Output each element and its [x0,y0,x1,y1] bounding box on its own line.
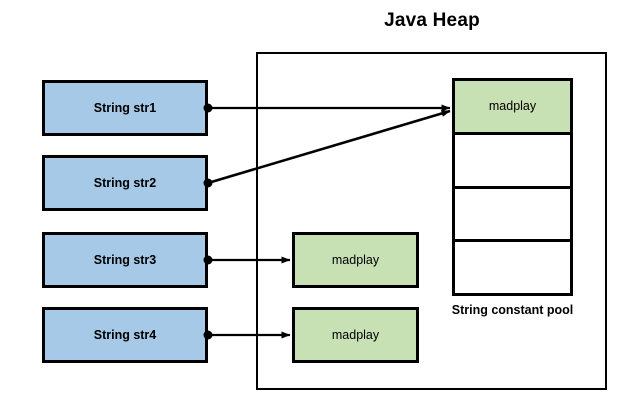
heap-object-label: madplay [331,253,380,267]
string-constant-pool: madplay [452,78,573,296]
java-heap-container [256,52,607,390]
variable-box-str3: String str3 [42,232,208,288]
variable-label: String str4 [93,328,157,342]
pool-cell-2 [455,188,570,243]
variable-box-str2: String str2 [42,155,208,211]
variable-box-str1: String str1 [42,80,208,136]
heap-object-box-2: madplay [292,307,419,363]
variable-box-str4: String str4 [42,307,208,363]
variable-label: String str3 [93,253,157,267]
pool-cell-0: madplay [455,81,570,135]
pool-cell-1 [455,134,570,189]
pool-cell-3 [455,242,570,293]
heap-object-label: madplay [331,328,380,342]
variable-label: String str2 [93,176,157,190]
heap-object-box-1: madplay [292,232,419,288]
variable-label: String str1 [93,101,157,115]
pool-cell-label: madplay [488,99,537,114]
page-title: Java Heap [384,10,480,31]
string-constant-pool-label: String constant pool [451,303,574,317]
